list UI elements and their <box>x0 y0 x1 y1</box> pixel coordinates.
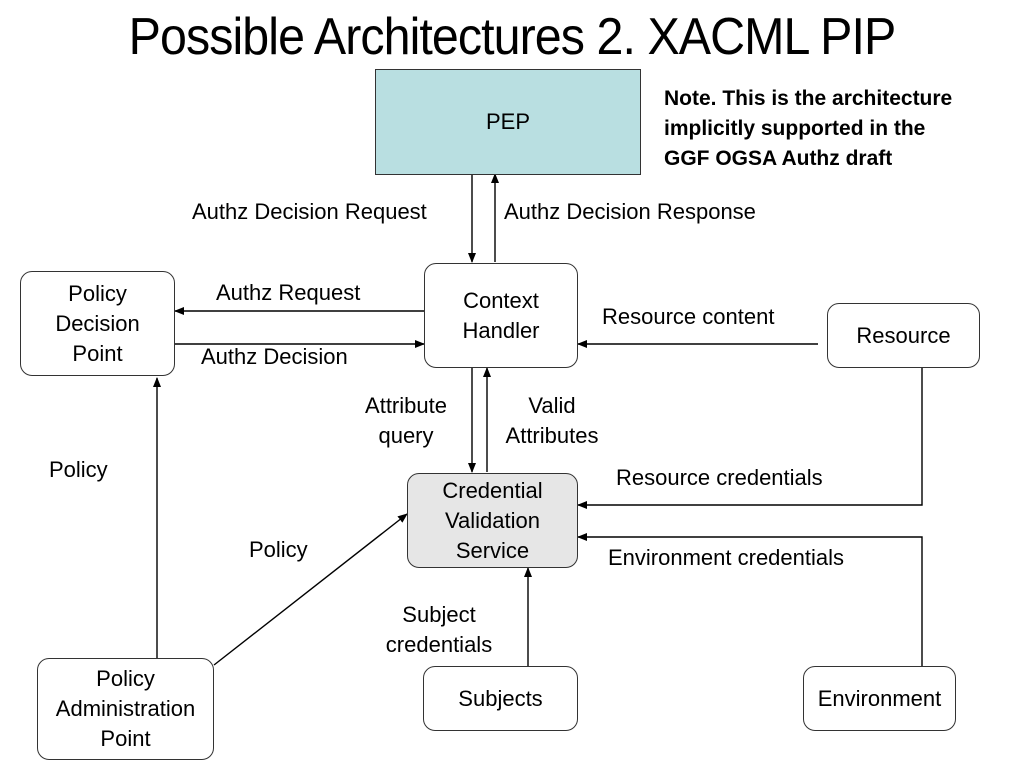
resource-label: Resource <box>856 322 951 348</box>
label-policy-cvs: Policy <box>249 537 308 562</box>
pap-box[interactable]: Policy Administration Point <box>37 658 214 760</box>
slide-title: Possible Architectures 2. XACML PIP <box>128 8 897 66</box>
label-valid-attributes: Valid Attributes <box>497 391 607 451</box>
label-line: Subject <box>402 602 476 627</box>
label-line: credentials <box>385 632 493 657</box>
note-line: Note. This is the architecture <box>664 87 953 110</box>
cvs-label-line: Credential <box>442 477 543 503</box>
label-authz-request: Authz Request <box>216 280 361 305</box>
label-authz-decision: Authz Decision <box>201 344 348 369</box>
label-attribute-query: Attribute query <box>358 391 454 451</box>
label-line: Attribute <box>365 393 447 418</box>
environment-box[interactable]: Environment <box>803 666 956 731</box>
label-resource-content: Resource content <box>602 304 775 329</box>
resource-box[interactable]: Resource <box>827 303 980 368</box>
label-resource-credentials: Resource credentials <box>616 465 823 490</box>
label-authz-decision-response: Authz Decision Response <box>504 199 756 224</box>
label-authz-decision-request: Authz Decision Request <box>192 199 427 224</box>
cvs-box[interactable]: Credential Validation Service <box>407 473 578 568</box>
pap-label-line: Policy <box>96 666 155 691</box>
label-subject-credentials: Subject credentials <box>376 600 502 660</box>
pdp-label-line: Point <box>72 340 123 366</box>
arrow-environment-credentials <box>577 533 923 666</box>
context-handler-label-line: Handler <box>462 317 540 343</box>
note-line: implicitly supported in the <box>664 117 926 140</box>
context-handler-label-line: Context <box>463 287 539 313</box>
cvs-label-line: Validation <box>445 507 540 533</box>
label-line: query <box>378 423 434 448</box>
note-line: GGF OGSA Authz draft <box>664 147 893 170</box>
pap-label-line: Administration <box>55 696 196 721</box>
arrow-policy-to-cvs <box>213 513 408 666</box>
pep-box[interactable]: PEP <box>375 69 641 175</box>
pdp-label-line: Policy <box>68 280 127 306</box>
arrow-resource-credentials <box>577 368 923 509</box>
subjects-label: Subjects <box>458 685 543 711</box>
pdp-box[interactable]: Policy Decision Point <box>20 271 175 376</box>
label-policy-pdp: Policy <box>49 457 108 482</box>
architecture-note: Note. This is the architecture implicitl… <box>664 84 952 174</box>
pdp-label-line: Decision <box>55 310 140 336</box>
environment-label: Environment <box>817 685 942 711</box>
context-handler-box[interactable]: Context Handler <box>424 263 578 368</box>
label-environment-credentials: Environment credentials <box>608 545 845 570</box>
pep-label: PEP <box>485 109 531 134</box>
cvs-label-line: Service <box>455 537 530 563</box>
label-line: Valid <box>528 393 576 418</box>
subjects-box[interactable]: Subjects <box>423 666 578 731</box>
label-line: Attributes <box>505 423 599 448</box>
pap-label-line: Point <box>100 726 151 751</box>
